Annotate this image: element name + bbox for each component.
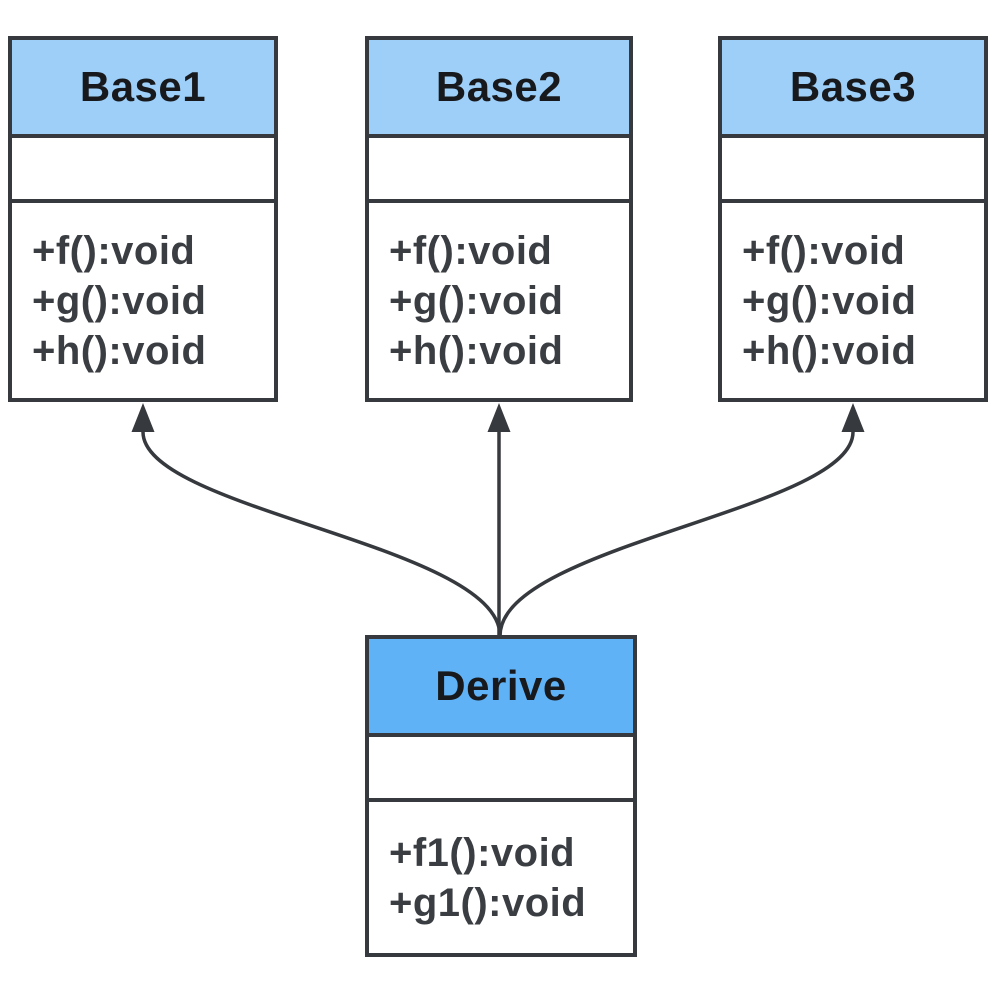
method-item: +h():void bbox=[742, 328, 917, 373]
methods-section-base1: +f():void +g():void +h():void bbox=[12, 203, 274, 398]
arrowhead-icon-base3 bbox=[841, 403, 865, 432]
attributes-section-derive bbox=[369, 737, 633, 802]
class-title-base1: Base1 bbox=[12, 40, 274, 138]
class-title-base3: Base3 bbox=[722, 40, 984, 138]
method-item: +h():void bbox=[389, 328, 564, 373]
attributes-section-base3 bbox=[722, 138, 984, 203]
method-item: +f():void bbox=[742, 228, 906, 273]
class-title-base2: Base2 bbox=[369, 40, 629, 138]
method-item: +g():void bbox=[389, 278, 564, 323]
attributes-section-base1 bbox=[12, 138, 274, 203]
methods-section-derive: +f1():void +g1():void bbox=[369, 802, 633, 953]
arrowhead-icon-base1 bbox=[131, 403, 155, 432]
method-item: +f():void bbox=[32, 228, 196, 273]
method-item: +f1():void bbox=[389, 830, 576, 875]
class-box-base1: Base1 +f():void +g():void +h():void bbox=[8, 36, 278, 402]
methods-section-base3: +f():void +g():void +h():void bbox=[722, 203, 984, 398]
method-item: +g():void bbox=[742, 278, 917, 323]
class-title-derive: Derive bbox=[369, 639, 633, 737]
attributes-section-base2 bbox=[369, 138, 629, 203]
inheritance-line-derive-to-base3 bbox=[498, 431, 855, 637]
method-item: +g():void bbox=[32, 278, 207, 323]
methods-section-base2: +f():void +g():void +h():void bbox=[369, 203, 629, 398]
class-box-base2: Base2 +f():void +g():void +h():void bbox=[365, 36, 633, 402]
method-item: +h():void bbox=[32, 328, 207, 373]
inheritance-line-derive-to-base1 bbox=[141, 431, 502, 637]
class-box-derive: Derive +f1():void +g1():void bbox=[365, 635, 637, 957]
arrowhead-icon-base2 bbox=[487, 403, 511, 432]
class-box-base3: Base3 +f():void +g():void +h():void bbox=[718, 36, 988, 402]
method-item: +f():void bbox=[389, 228, 553, 273]
method-item: +g1():void bbox=[389, 880, 587, 925]
